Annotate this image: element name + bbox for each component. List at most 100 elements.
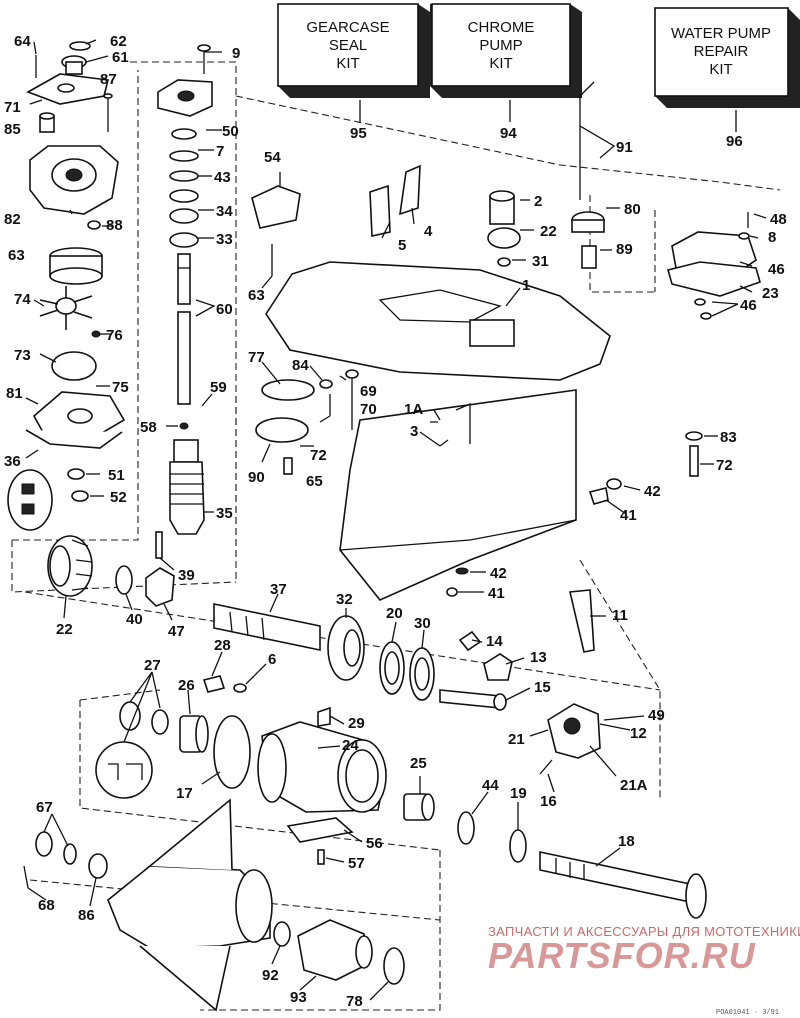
part-number-labels: 64 62 61 9 87 71 85 50 7 43 34 33 82 88 … [4, 33, 787, 1010]
label-32: 32 [336, 591, 353, 608]
label-78: 78 [346, 993, 363, 1010]
kit-1-line-3: KIT [336, 55, 359, 72]
label-7: 7 [216, 143, 224, 160]
kit-1-line-1: GEARCASE [306, 19, 389, 36]
label-5: 5 [398, 237, 406, 254]
kit-box-gearcase-seal: GEARCASE SEAL KIT [277, 3, 430, 98]
label-62: 62 [110, 33, 127, 50]
driveshaft-group [155, 44, 213, 559]
kit-box-water-pump-repair: WATER PUMP REPAIR KIT [654, 7, 800, 108]
leader-lines [25, 39, 767, 1001]
label-25: 25 [410, 755, 427, 772]
label-22a: 22 [540, 223, 557, 240]
kit-1-line-2: SEAL [329, 37, 367, 54]
label-54: 54 [264, 149, 281, 166]
label-39: 39 [178, 567, 195, 584]
kit-2-line-3: KIT [489, 55, 512, 72]
kit-3-line-2: REPAIR [694, 43, 749, 60]
label-9: 9 [232, 45, 240, 62]
label-21A: 21A [620, 777, 648, 794]
label-8: 8 [768, 229, 776, 246]
label-43: 43 [214, 169, 231, 186]
label-74: 74 [14, 291, 31, 308]
kit-3-line-3: KIT [709, 61, 732, 78]
label-63b: 63 [248, 287, 265, 304]
kit-2-number: 94 [500, 125, 517, 142]
label-11: 11 [612, 607, 628, 624]
label-21: 21 [508, 731, 525, 748]
label-49: 49 [648, 707, 665, 724]
label-47: 47 [168, 623, 185, 640]
label-23: 23 [762, 285, 779, 302]
label-33: 33 [216, 231, 233, 248]
label-57: 57 [348, 855, 365, 872]
label-58: 58 [140, 419, 157, 436]
label-84: 84 [292, 357, 309, 374]
label-51: 51 [108, 467, 125, 484]
label-48: 48 [770, 211, 787, 228]
label-68: 68 [38, 897, 55, 914]
label-20: 20 [386, 605, 403, 622]
label-80: 80 [624, 201, 641, 218]
label-4: 4 [424, 223, 433, 240]
label-65: 65 [306, 473, 323, 490]
bearing-housing-group [23, 701, 707, 1012]
label-26: 26 [178, 677, 195, 694]
label-16: 16 [540, 793, 557, 810]
label-44: 44 [482, 777, 499, 794]
label-92: 92 [262, 967, 279, 984]
kit-2-line-1: CHROME [468, 19, 535, 36]
label-27: 27 [144, 657, 161, 674]
label-29: 29 [348, 715, 365, 732]
label-35: 35 [216, 505, 233, 522]
gearcase-housing [251, 81, 761, 601]
drawing-code: POA01041 · 3/91 [716, 1009, 779, 1017]
label-37: 37 [270, 581, 287, 598]
label-41b: 41 [488, 585, 505, 602]
label-63a: 63 [8, 247, 25, 264]
label-3: 3 [410, 423, 418, 440]
label-90: 90 [248, 469, 265, 486]
watermark-brand: PARTSFOR.RU [488, 935, 756, 976]
label-50: 50 [222, 123, 239, 140]
label-34: 34 [216, 203, 233, 220]
kit-3-number: 96 [726, 133, 743, 150]
water-pump-group [7, 41, 126, 531]
label-93: 93 [290, 989, 307, 1006]
kit-2-line-2: PUMP [479, 37, 522, 54]
label-77: 77 [248, 349, 265, 366]
label-19: 19 [510, 785, 527, 802]
label-14: 14 [486, 633, 503, 650]
label-82: 82 [4, 211, 21, 228]
label-6: 6 [268, 651, 276, 668]
label-60: 60 [216, 301, 233, 318]
label-72a: 72 [310, 447, 327, 464]
label-46b: 46 [740, 297, 757, 314]
label-91: 91 [616, 139, 633, 156]
label-41a: 41 [620, 507, 637, 524]
label-15: 15 [534, 679, 551, 696]
label-67: 67 [36, 799, 53, 816]
label-1: 1 [522, 277, 530, 294]
label-42a: 42 [644, 483, 661, 500]
watermark-tagline: ЗАПЧАСТИ И АКСЕССУАРЫ ДЛЯ МОТОТЕХНИКИ [488, 924, 800, 939]
label-71: 71 [4, 99, 21, 116]
label-70: 70 [360, 401, 377, 418]
kit-3-line-1: WATER PUMP [671, 25, 771, 42]
label-73: 73 [14, 347, 31, 364]
label-72b: 72 [716, 457, 733, 474]
label-31: 31 [532, 253, 549, 270]
forward-gear-group [47, 535, 595, 711]
label-42b: 42 [490, 565, 507, 582]
label-22b: 22 [56, 621, 73, 638]
label-61: 61 [112, 49, 129, 66]
label-64: 64 [14, 33, 31, 50]
label-28: 28 [214, 637, 231, 654]
label-85: 85 [4, 121, 21, 138]
label-30: 30 [414, 615, 431, 632]
label-76: 76 [106, 327, 123, 344]
label-2: 2 [534, 193, 542, 210]
label-12: 12 [630, 725, 647, 742]
label-83: 83 [720, 429, 737, 446]
